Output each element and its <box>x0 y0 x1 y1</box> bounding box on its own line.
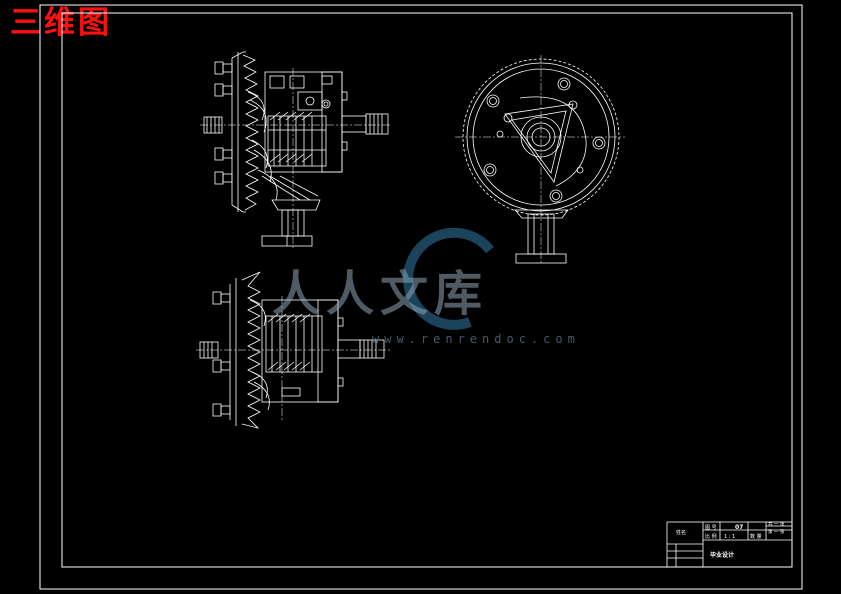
inner-border <box>61 12 793 568</box>
project-title: 毕业设计 <box>710 551 734 559</box>
qty-label: 数 量 <box>750 533 762 540</box>
drawing-no: 07 <box>735 524 743 531</box>
watermark-text: 人人文库 <box>272 266 489 322</box>
sheet-total: 共 一 张 <box>768 521 785 528</box>
sheet-no: 第 一 张 <box>768 528 785 535</box>
watermark-logo <box>403 227 494 330</box>
outer-border <box>39 4 803 590</box>
title-block <box>666 521 793 568</box>
side-view <box>455 55 625 265</box>
top-view <box>196 271 390 429</box>
title-block-text: 姓名 图 号 07 比 例 1 : 1 数 量 共 一 张 第 一 张 毕业设计 <box>676 521 785 560</box>
designer-label: 姓名 <box>676 529 686 536</box>
drawing-no-label: 图 号 <box>705 525 717 531</box>
ratio-value: 1 : 1 <box>724 534 735 540</box>
watermark-url: www.renrendoc.com <box>372 332 580 346</box>
front-view <box>200 51 392 250</box>
ratio-label: 比 例 <box>705 533 717 540</box>
